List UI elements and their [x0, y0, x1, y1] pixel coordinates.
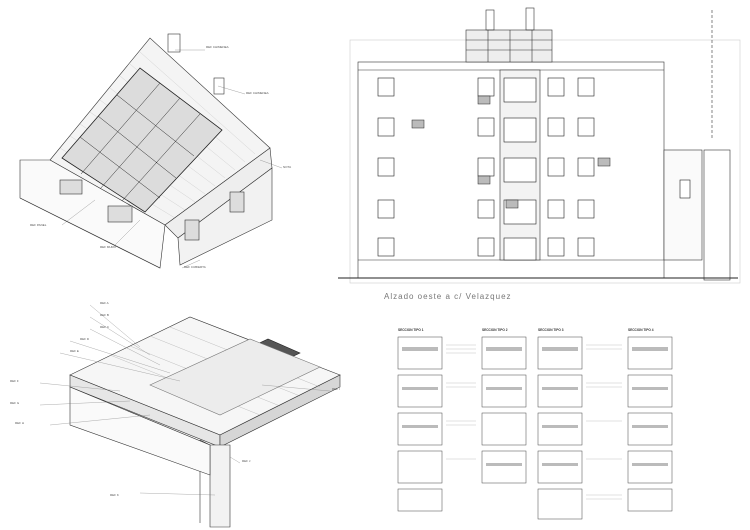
- svg-text:REF K: REF K: [110, 493, 119, 497]
- svg-text:REF C: REF C: [100, 325, 110, 329]
- section-details-sheet: SECCION TIPO 1 SECCION TIPO 2 SECCION TI…: [390, 325, 690, 525]
- svg-text:REF H: REF H: [15, 421, 24, 425]
- svg-text:NOTA: NOTA: [283, 165, 291, 169]
- axonometric-house-drawing: REF CHIMENEA REF CHIMENEA NOTA REF PANEL R…: [19, 33, 291, 269]
- section-details-drawing: SECCION TIPO 1 SECCION TIPO 2 SECCION TI…: [397, 328, 673, 520]
- detail-header-3: SECCION TIPO 3: [538, 328, 564, 332]
- svg-text:REF F: REF F: [10, 379, 19, 383]
- svg-text:REF B: REF B: [100, 313, 109, 317]
- svg-text:REF A: REF A: [100, 301, 109, 305]
- roof-layers-drawing: REF A REF B REF C REF D REF E REF F REF G RE…: [10, 301, 341, 528]
- svg-text:REF CHIMENEA: REF CHIMENEA: [246, 91, 269, 95]
- svg-text:REF CHIMENEA: REF CHIMENEA: [206, 45, 229, 49]
- svg-text:REF D: REF D: [80, 337, 90, 341]
- svg-text:REF E: REF E: [70, 349, 79, 353]
- elevation-caption: Alzado oeste a c/ Velazquez: [384, 292, 512, 301]
- detail-header-1: SECCION TIPO 1: [398, 328, 424, 332]
- axonometric-house-view: REF CHIMENEA REF CHIMENEA NOTA REF PANEL R…: [0, 20, 300, 290]
- svg-text:REF PANEL: REF PANEL: [30, 223, 47, 227]
- svg-text:REF J: REF J: [242, 459, 251, 463]
- svg-text:REF I: REF I: [332, 387, 340, 391]
- detail-header-4: SECCION TIPO 4: [628, 328, 654, 332]
- svg-text:REF G: REF G: [10, 401, 20, 405]
- roof-construction-detail: REF A REF B REF C REF D REF E REF F REF G RE…: [0, 295, 380, 530]
- svg-text:REF MURO: REF MURO: [100, 245, 117, 249]
- building-elevation: [318, 0, 750, 290]
- detail-header-2: SECCION TIPO 2: [482, 328, 508, 332]
- elevation-drawing: [338, 7, 741, 284]
- svg-text:REF CUBIERTA: REF CUBIERTA: [184, 265, 206, 269]
